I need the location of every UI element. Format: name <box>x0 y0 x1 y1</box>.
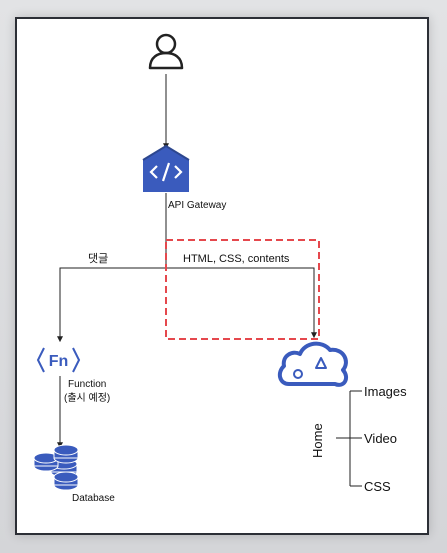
tree-child-images: Images <box>364 384 407 399</box>
database-icon <box>33 444 79 491</box>
function-icon: Fn <box>36 347 81 373</box>
function-icon-text: Fn <box>49 353 69 370</box>
tree-child-css: CSS <box>364 479 391 494</box>
api-gateway-icon <box>142 144 190 192</box>
user-icon <box>148 33 184 70</box>
edge-gateway-to-function <box>57 267 166 343</box>
cloud-storage-icon <box>277 341 348 387</box>
tree-child-video: Video <box>364 431 397 446</box>
highlight-box <box>165 239 320 340</box>
function-sublabel: (출시 예정) <box>64 392 110 404</box>
contents-edge-label: HTML, CSS, contents <box>183 253 290 265</box>
database-label: Database <box>72 493 115 504</box>
comments-edge-label: 댓글 <box>88 252 108 265</box>
function-label: Function <box>68 379 106 390</box>
tree-root-label: Home <box>310 423 325 458</box>
edge-gateway-to-storage <box>166 267 317 339</box>
gateway-label: API Gateway <box>168 200 226 211</box>
diagram-canvas <box>15 17 429 535</box>
